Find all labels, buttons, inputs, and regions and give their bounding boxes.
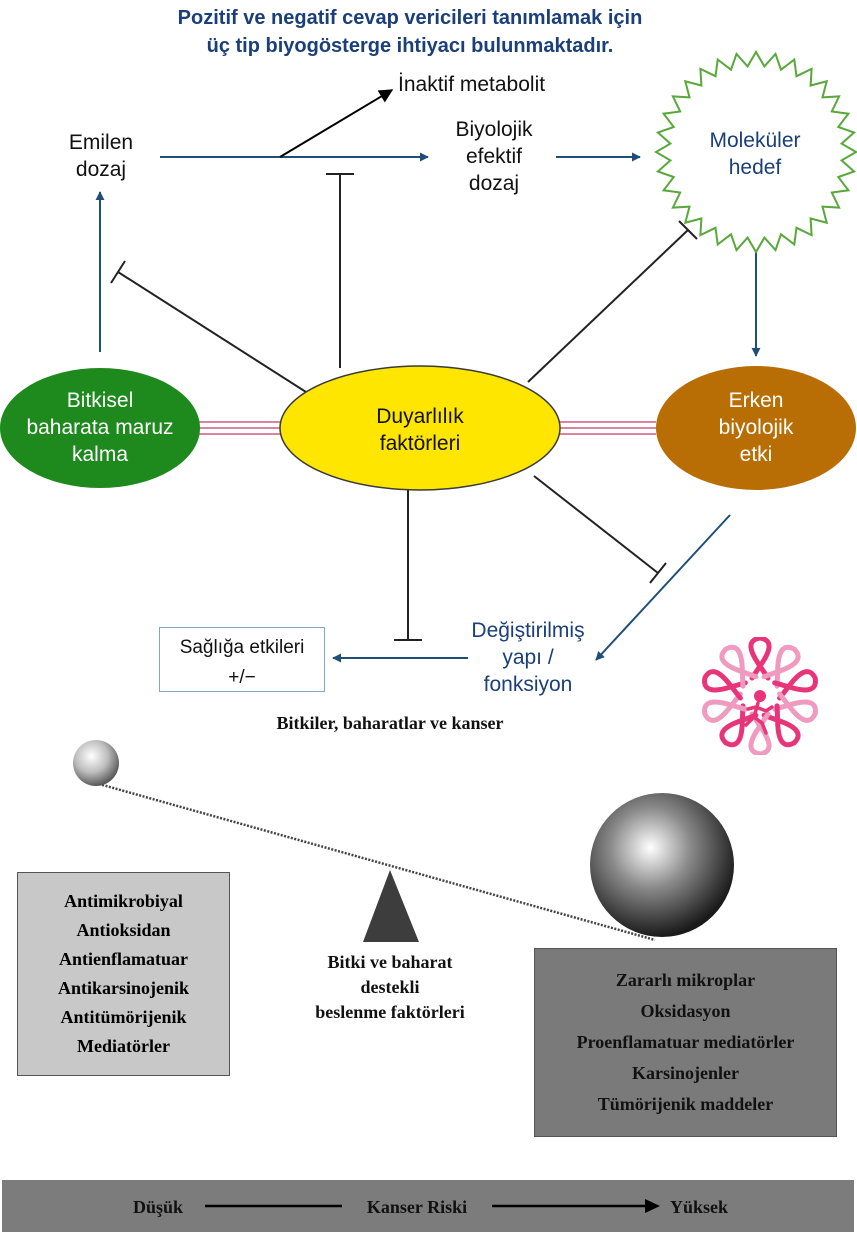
node-erken-ellipse (656, 366, 856, 490)
risk-item: Oksidasyon (640, 1001, 731, 1021)
arrow-erken-to-degistirilmis (595, 514, 731, 661)
node-bitkisel-ellipse (0, 368, 200, 488)
protective-item: Antioksidan (76, 920, 171, 940)
protective-item: Antimikrobiyal (64, 891, 183, 911)
ribbon-shape (772, 691, 818, 723)
label-plus-minus: +/− (228, 667, 256, 688)
runner-head (754, 690, 766, 702)
diagram-title: Pozitif ve negatif cevap vericileri tanı… (0, 4, 820, 60)
ribbon-logo (702, 637, 818, 755)
title-line-1: Pozitif ve negatif cevap vericileri tanı… (177, 7, 643, 29)
risk-low: Düşük (132, 1197, 184, 1217)
risk-label: Kanser Riski (342, 1194, 492, 1221)
ellipse-connectors (198, 421, 656, 435)
seesaw-beam (91, 780, 656, 942)
node-duyarlilik-ellipse (279, 365, 561, 491)
inhibition-lines (110, 173, 698, 641)
ribbon-shape (748, 637, 772, 681)
big-ball (590, 793, 734, 937)
risk-high: Yüksek (669, 1197, 729, 1217)
risk-item: Tümörijenik maddeler (597, 1094, 774, 1114)
title-line-2: üç tip biyogösterge ihtiyacı bulunmaktad… (206, 35, 614, 57)
sagliga-etkileri-box: Sağlığa etkileri +/− (159, 627, 325, 692)
small-ball (73, 740, 119, 786)
protective-item: Antitümörijenik (60, 1007, 187, 1027)
protective-factors-box: Antimikrobiyal Antioksidan Antienflamatu… (17, 872, 230, 1076)
label-sagliga-etkileri: Sağlığa etkileri (179, 637, 305, 658)
fulcrum-triangle (363, 870, 419, 942)
risk-factors-box: Zararlı mikroplar Oksidasyon Proenflamat… (534, 948, 837, 1137)
ribbon-shape (702, 669, 748, 701)
runner-icon (744, 701, 774, 735)
risk-item: Karsinojenler (632, 1063, 739, 1083)
protective-item: Antienflamatuar (59, 949, 188, 969)
arrow-to-inaktif-metabolit (279, 89, 394, 158)
molekuler-hedef-star (654, 50, 857, 254)
risk-item: Proenflamatuar mediatörler (576, 1032, 795, 1052)
protective-item: Mediatörler (77, 1036, 170, 1056)
label-inaktif-metabolit: İnaktif metabolit (398, 73, 546, 96)
caption: Bitkiler, baharatlar ve kanser (276, 713, 504, 733)
risk-item: Zararlı mikroplar (615, 970, 756, 990)
ribbon-shape (719, 644, 759, 689)
protective-item: Antikarsinojenik (57, 978, 190, 998)
